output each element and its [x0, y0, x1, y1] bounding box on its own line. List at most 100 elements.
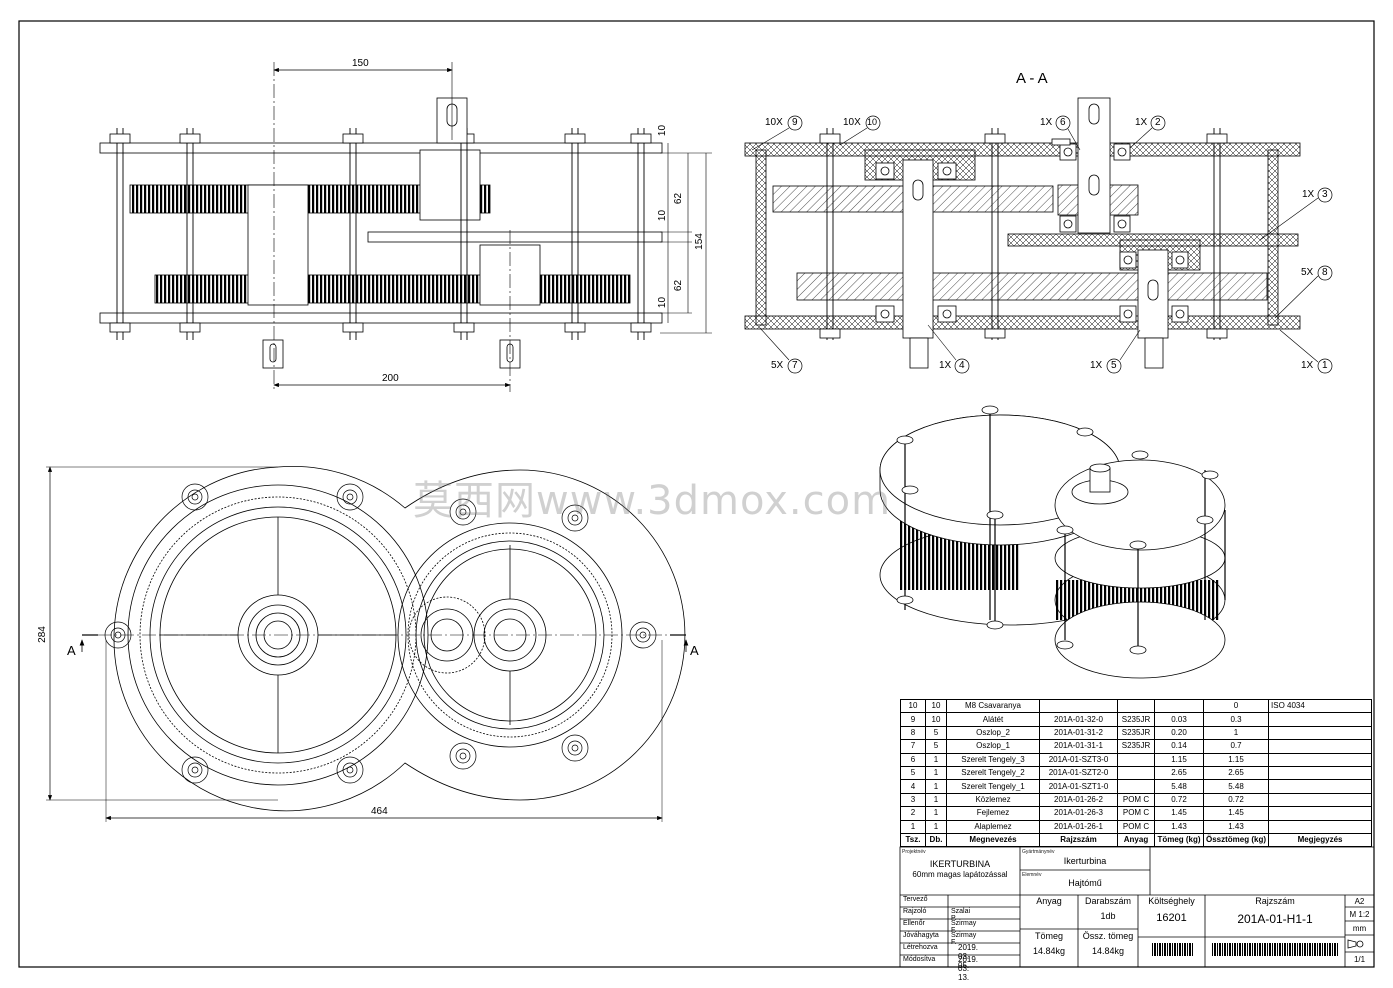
balloon-qty-8: 5X: [1301, 267, 1314, 278]
dim-front-top: 150: [352, 58, 369, 69]
role-name: Szirmay F.: [951, 920, 977, 934]
dim-front-right-4: 62: [673, 279, 685, 292]
balloon-num-5: 5: [1111, 360, 1117, 371]
bom-cell-total-mass: 1.45: [1202, 806, 1270, 821]
balloon-qty-9: 10X: [765, 117, 783, 128]
role-date: 2019. 03. 05.: [958, 943, 979, 970]
bom-cell-name: Alátét: [946, 712, 1040, 727]
bom-header-drawing-no: Rajzszám: [1039, 832, 1118, 848]
bom-cell-drawing-no: 201A-01-31-2: [1039, 725, 1118, 741]
bom-cell-qty: 5: [925, 739, 947, 754]
plan-view: [46, 466, 689, 822]
watermark: 莫西网www.3dmox.com: [413, 478, 892, 524]
barcode-drawing-number: [1212, 943, 1338, 956]
bom-cell-material: [1117, 779, 1155, 794]
bom-cell-total-mass: 0.72: [1202, 792, 1270, 808]
bom-cell-part-no: 1: [900, 819, 926, 834]
bom-cell-mass: 0.14: [1154, 739, 1204, 754]
bom-cell-mass: [1154, 698, 1204, 714]
bom-cell-qty: 5: [925, 725, 947, 741]
bom-cell-drawing-no: 201A-01-SZT3-0: [1039, 752, 1118, 767]
section-mark-left: A: [67, 643, 76, 658]
balloon-num-4: 4: [959, 360, 965, 371]
isometric-view: [879, 405, 1226, 679]
dim-front-right-3: 10: [657, 209, 669, 222]
dim-plan-width: 464: [371, 806, 388, 817]
role-label: Létrehozva: [903, 944, 938, 951]
bom-cell-note: ISO 4034: [1268, 698, 1373, 714]
bom-cell-qty: 1: [925, 765, 947, 781]
balloon-num-1: 1: [1322, 360, 1328, 371]
bom-cell-name: Közlemez: [946, 792, 1040, 808]
bom-cell-material: [1117, 752, 1155, 767]
bom-cell-material: S235JR: [1117, 725, 1155, 741]
bom-cell-total-mass: 1.15: [1202, 752, 1270, 767]
bom-cell-drawing-no: 201A-01-SZT2-0: [1039, 765, 1118, 781]
bom-cell-name: M8 Csavaranya: [946, 698, 1040, 714]
balloon-qty-2: 1X: [1135, 117, 1148, 128]
bom-cell-material: S235JR: [1117, 712, 1155, 727]
balloon-num-10: 10: [867, 117, 878, 127]
dim-front-bottom: 200: [382, 373, 399, 384]
bom-cell-qty: 1: [925, 792, 947, 808]
total-mass-value: 14.84kg: [1091, 946, 1125, 956]
bom-cell-total-mass: 0.7: [1202, 739, 1270, 754]
bom-cell-name: Alaplemez: [946, 819, 1040, 834]
balloon-qty-7: 5X: [771, 360, 784, 371]
bom-header-mass: Tömeg (kg): [1154, 832, 1204, 848]
bom-cell-qty: 1: [925, 819, 947, 834]
bom-cell-part-no: 9: [900, 712, 926, 727]
bom-cell-note: [1268, 739, 1373, 754]
product-name: Ikerturbina: [1063, 856, 1107, 866]
role-name: Szirmay F.: [951, 932, 977, 946]
bom-cell-drawing-no: 201A-01-SZT1-0: [1039, 779, 1118, 794]
role-label: Jóváhagyta: [903, 932, 939, 939]
dim-front-right-1: 10: [657, 124, 669, 137]
bom-cell-mass: 2.65: [1154, 765, 1204, 781]
bom-cell-drawing-no: 201A-01-26-1: [1039, 819, 1118, 834]
bom-cell-material: POM C: [1117, 792, 1155, 808]
bom-cell-total-mass: 0.3: [1202, 712, 1270, 727]
bom-cell-mass: 0.72: [1154, 792, 1204, 808]
bom-cell-material: [1117, 765, 1155, 781]
bom-cell-mass: 1.43: [1154, 819, 1204, 834]
dim-front-right-2: 62: [673, 192, 685, 205]
project-caption: Projektnév: [902, 849, 926, 855]
bom-cell-qty: 10: [925, 698, 947, 714]
mass-value: 14.84kg: [1032, 946, 1066, 956]
dim-front-right-5: 10: [657, 296, 669, 309]
unit: mm: [1352, 924, 1367, 933]
bom-cell-note: [1268, 752, 1373, 767]
balloon-num-9: 9: [792, 117, 798, 128]
bom-cell-name: Oszlop_2: [946, 725, 1040, 741]
sheet-number: 1/1: [1353, 955, 1366, 964]
bom-cell-note: [1268, 725, 1373, 741]
bom-cell-part-no: 6: [900, 752, 926, 767]
sheet-size: A2: [1354, 897, 1365, 906]
bom-cell-name: Szerelt Tengely_1: [946, 779, 1040, 794]
bom-cell-material: POM C: [1117, 819, 1155, 834]
bom-cell-mass: 1.15: [1154, 752, 1204, 767]
section-title: A - A: [1016, 70, 1048, 87]
bom-cell-note: [1268, 792, 1373, 808]
bom-cell-drawing-no: 201A-01-31-1: [1039, 739, 1118, 754]
balloon-qty-1: 1X: [1301, 360, 1314, 371]
bom-cell-total-mass: 0: [1202, 698, 1270, 714]
material-label: Anyag: [1036, 896, 1062, 906]
bom-cell-drawing-no: 201A-01-26-2: [1039, 792, 1118, 808]
balloon-qty-5: 1X: [1090, 360, 1103, 371]
balloon-num-6: 6: [1060, 117, 1066, 128]
role-label: Módosítva: [903, 956, 936, 963]
title-block-frame: [899, 846, 1375, 968]
